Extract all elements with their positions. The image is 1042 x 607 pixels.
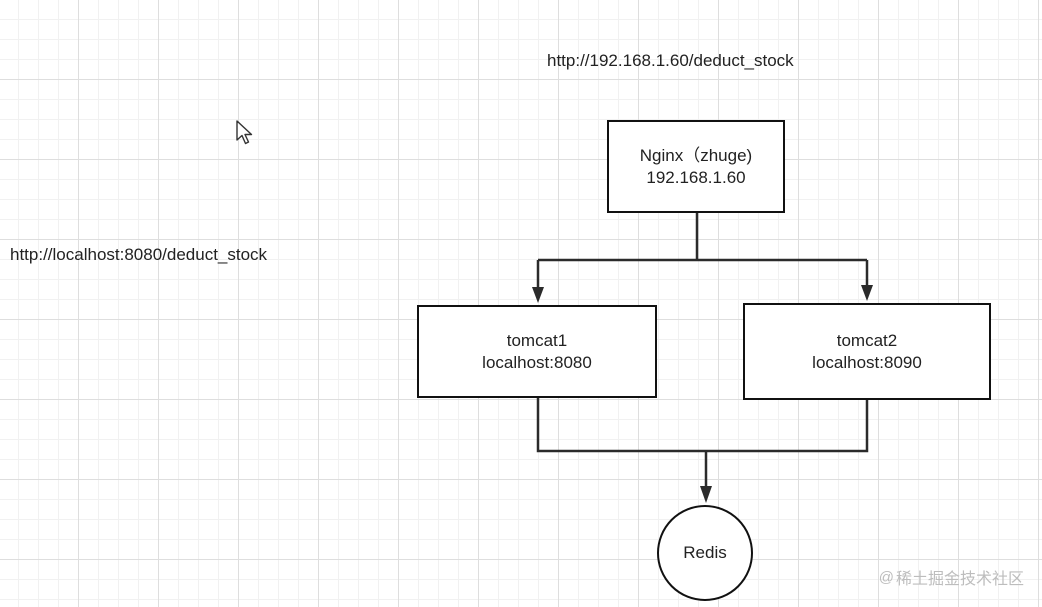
watermark: @ 稀土掘金技术社区 <box>879 565 1024 589</box>
arrowhead-redis <box>700 486 712 503</box>
nginx-url-label: http://192.168.1.60/deduct_stock <box>547 51 794 70</box>
tomcat1-node-title: tomcat1 <box>506 330 568 350</box>
arrowhead-tomcat2 <box>861 285 873 301</box>
nginx-node-ip: 192.168.1.60 <box>646 167 746 187</box>
tomcat1-node-address: localhost:8080 <box>482 352 592 372</box>
tomcat2-node-address: localhost:8090 <box>812 352 922 372</box>
connector-tomcat1-down <box>536 398 706 453</box>
watermark-at: @ <box>878 568 894 586</box>
mouse-cursor-icon <box>236 120 253 145</box>
watermark-text: 稀土掘金技术社区 <box>895 571 1024 588</box>
arrowhead-tomcat1 <box>532 287 544 303</box>
redis-node-label: Redis <box>683 543 727 562</box>
connector-tomcat2-down <box>706 400 869 453</box>
nginx-node: Nginx（zhuge) 192.168.1.60 <box>607 120 785 213</box>
tomcat2-node-title: tomcat2 <box>836 330 898 350</box>
nginx-node-title: Nginx（zhuge) <box>639 145 753 165</box>
redis-node: Redis <box>657 505 753 601</box>
tomcat2-node: tomcat2 localhost:8090 <box>743 303 991 400</box>
tomcat1-node: tomcat1 localhost:8080 <box>417 305 657 398</box>
local-url-label: http://localhost:8080/deduct_stock <box>10 245 268 264</box>
